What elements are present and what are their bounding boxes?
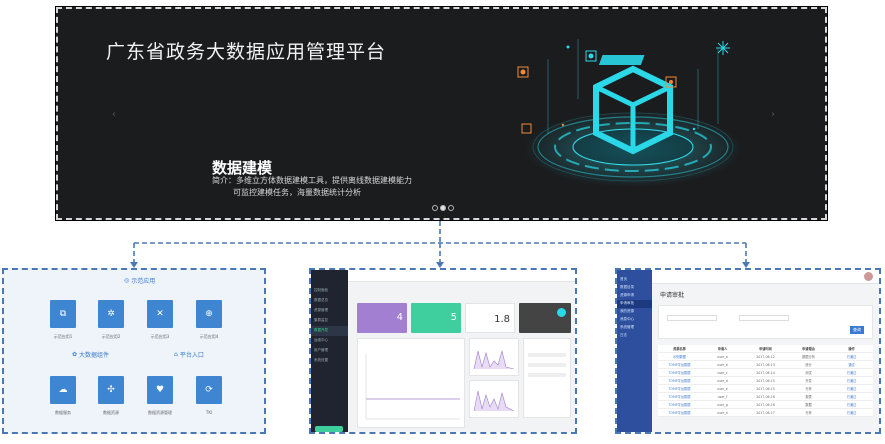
app-label: 示范应用1 (53, 334, 73, 339)
dashboard-thumbnail[interactable]: 控制面板 数据总览 资源管理 集群监控 数据开发 运维中心 用户管理 系统设置 … (309, 268, 577, 434)
lightbulb-icon: ◎ (124, 277, 130, 284)
snowflake-icon (716, 41, 730, 55)
orange-cube-icon (665, 76, 677, 88)
cloud-icon[interactable]: ☁ (50, 376, 76, 404)
sync-icon[interactable]: ⟳ (196, 376, 222, 404)
sidebar-item[interactable]: 用户管理 (314, 348, 328, 352)
component-label: TKI (205, 410, 213, 415)
approval-topbar (652, 270, 879, 284)
app-shuffle-icon[interactable]: ✕ (147, 300, 173, 328)
component-label: 数据资源管理 (148, 410, 172, 415)
stat-card-green[interactable]: 5 (411, 303, 461, 333)
app-globe-icon[interactable]: ⊕ (196, 300, 222, 328)
portal-thumbnail[interactable]: ◎示范应用 ⧉ ✲ ✕ ⊕ 示范应用1 示范应用2 示范应用3 示范应用4 ✿大… (2, 268, 266, 434)
app-cube-icon[interactable]: ⧉ (50, 300, 76, 328)
data-cube-illustration (517, 39, 743, 187)
sidebar-item-active[interactable]: 申请审批 (617, 300, 652, 308)
approval-sidebar: 首页 数据目录 资源申请 申请审批 我的资源 消息中心 系统管理 日志 (617, 270, 652, 432)
sidebar-item[interactable]: 数据总览 (314, 298, 328, 302)
table-header: 资源名称申请人申请时间申请理由操作 (658, 345, 873, 353)
section-entry: ⌂平台入口 (174, 351, 204, 359)
gear-icon: ✿ (72, 351, 78, 358)
sidebar-item[interactable]: 首页 (620, 277, 627, 281)
query-button[interactable]: 查询 (850, 326, 864, 334)
slide-description-line1: 简介：多维立方体数据建模工具，提供离线数据建模能力 (212, 176, 412, 185)
filter-panel: 查询 (658, 305, 873, 339)
sidebar-item[interactable]: 数据目录 (620, 285, 634, 289)
carousel-dot-active[interactable] (440, 205, 446, 211)
line-chart-panel (357, 338, 465, 428)
sidebar-item[interactable]: 系统管理 (620, 325, 634, 329)
sidebar-item-active[interactable]: 数据开发 (311, 326, 348, 336)
bar-chart-panel-2 (469, 380, 519, 418)
page-title: 申请审批 (660, 292, 685, 299)
slide-description-line2: 可监控建模任务，海量数据统计分析 (233, 188, 361, 197)
heart-icon[interactable]: ♥ (147, 376, 173, 404)
sidebar-item[interactable]: 控制面板 (314, 288, 328, 292)
mini-line-chart (365, 353, 460, 420)
carousel-prev-arrow[interactable]: ‹ (112, 109, 116, 120)
fan-icon (585, 50, 597, 62)
section-demo-apps: ◎示范应用 (124, 277, 156, 285)
app-star-icon[interactable]: ✲ (98, 300, 124, 328)
dashboard-topbar (348, 270, 575, 282)
sidebar-status-pill (315, 426, 343, 432)
orange-fan-icon (517, 66, 529, 78)
section-components: ✿大数据组件 (72, 351, 110, 359)
component-label: 数据资源 (103, 410, 119, 415)
stat-card-purple[interactable]: 4 (357, 303, 407, 333)
sidebar-item[interactable]: 我的资源 (620, 309, 634, 313)
sidebar-item[interactable]: 资源管理 (314, 308, 328, 312)
sidebar-item[interactable]: 系统设置 (314, 358, 328, 362)
component-label: 数据服务 (55, 410, 71, 415)
bar-chart-panel-1 (469, 338, 519, 376)
platform-title: 广东省政务大数据应用管理平台 (106, 41, 387, 63)
filter-input-1[interactable] (667, 315, 717, 321)
sidebar-item[interactable]: 日志 (620, 333, 627, 337)
hero-banner: 广东省政务大数据应用管理平台 ‹ › (55, 6, 828, 221)
carousel-next-arrow[interactable]: › (771, 109, 775, 120)
sidebar-item[interactable]: 消息中心 (620, 317, 634, 321)
carousel-dot[interactable] (448, 205, 454, 211)
approval-thumbnail[interactable]: 首页 数据目录 资源申请 申请审批 我的资源 消息中心 系统管理 日志 申请审批… (615, 268, 881, 434)
joomla-icon[interactable]: ✣ (98, 376, 124, 404)
sidebar-item[interactable]: 运维中心 (314, 338, 328, 342)
app-label: 示范应用2 (101, 334, 121, 339)
avatar[interactable] (864, 272, 873, 281)
app-label: 示范应用3 (150, 334, 170, 339)
sidebar-item[interactable]: 集群监控 (314, 318, 328, 322)
progress-panel (523, 338, 571, 418)
app-label: 示范应用4 (199, 334, 219, 339)
carousel-dot[interactable] (432, 205, 438, 211)
slide-heading: 数据建模 (212, 159, 273, 177)
orange-lock-icon (521, 123, 532, 134)
user-card-dark[interactable] (519, 303, 571, 333)
filter-input-2[interactable] (739, 315, 789, 321)
sidebar-item[interactable]: 资源申请 (620, 293, 634, 297)
entry-icon: ⌂ (174, 351, 178, 358)
dashboard-sidebar: 控制面板 数据总览 资源管理 集群监控 数据开发 运维中心 用户管理 系统设置 (311, 270, 348, 432)
stat-card-white[interactable]: 1.8 (465, 303, 515, 333)
avatar (557, 308, 566, 317)
carousel-indicators (432, 205, 454, 211)
